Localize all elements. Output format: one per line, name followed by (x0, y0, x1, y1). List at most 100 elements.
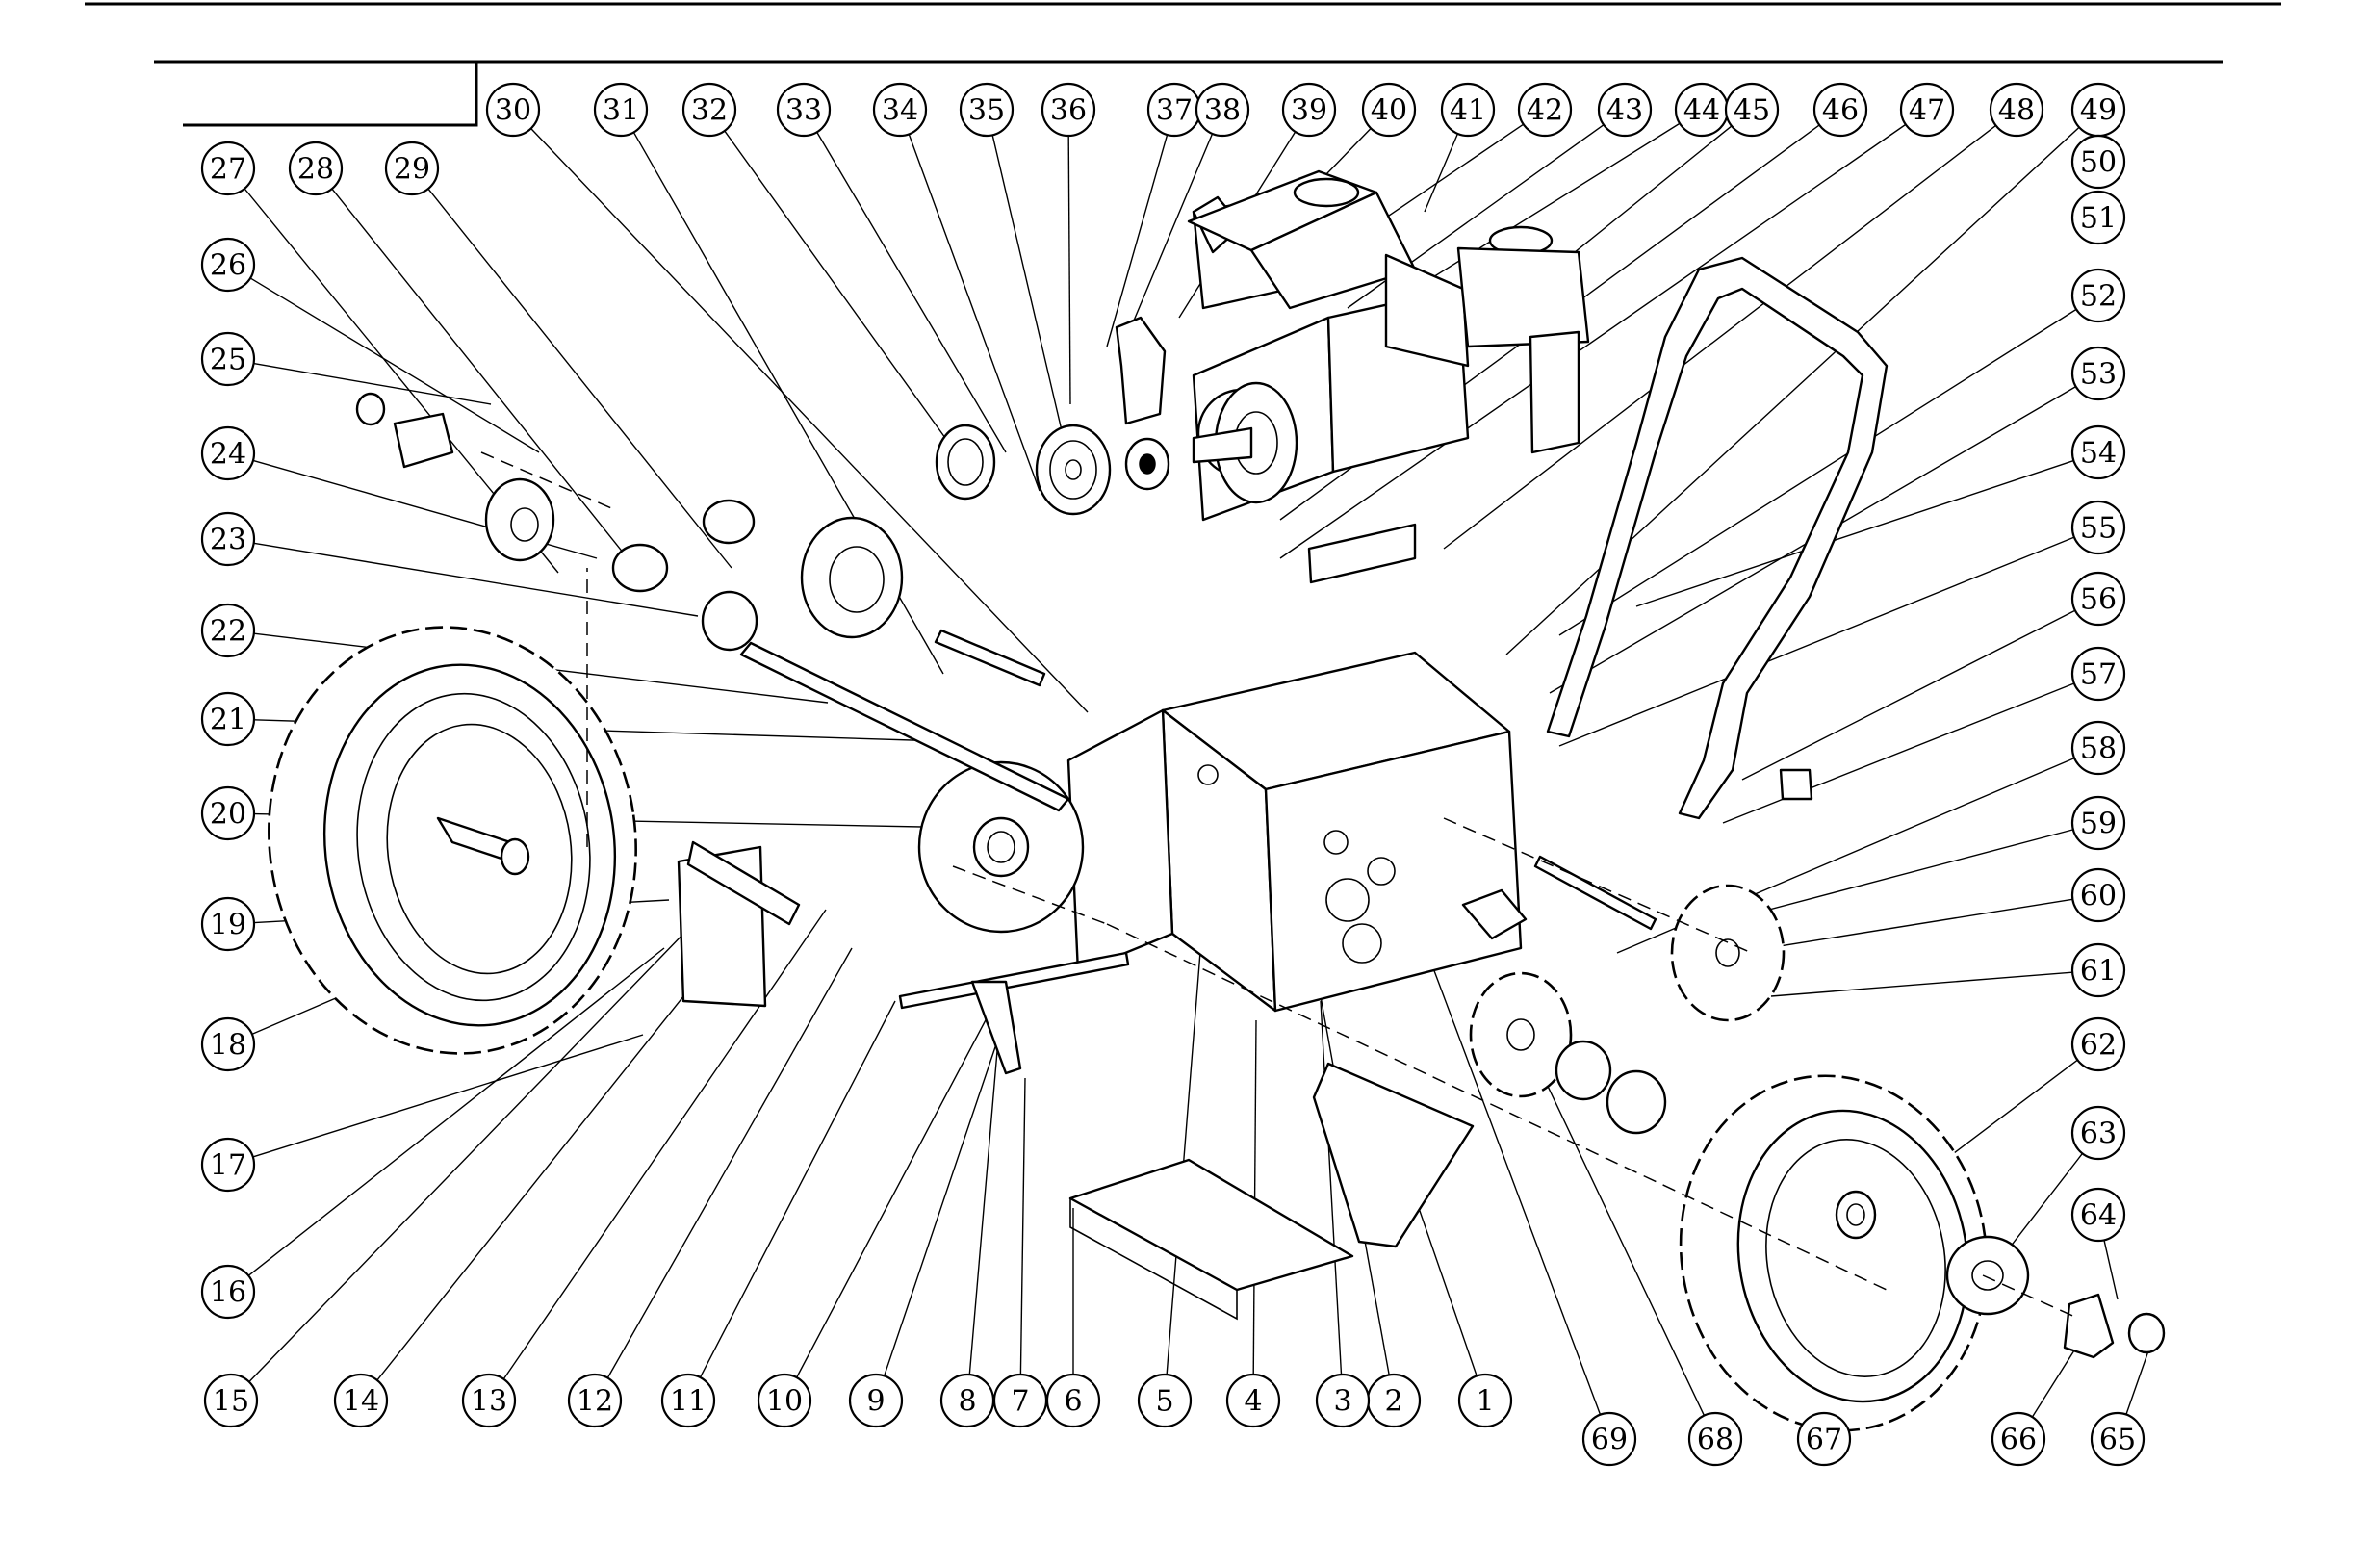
callout-number: 51 (2080, 202, 2117, 236)
callout-35: 35 (959, 82, 1015, 138)
callout-circle (1440, 82, 1496, 138)
callout-number: 37 (1156, 94, 1193, 128)
callout-62: 62 (2070, 1016, 2126, 1072)
callout-number: 21 (210, 704, 246, 737)
callout-61: 61 (2070, 942, 2126, 998)
callout-circle (1724, 82, 1780, 138)
callout-circle (200, 511, 256, 567)
callout-number: 9 (866, 1385, 885, 1419)
leader-line-69 (1414, 918, 1602, 1415)
callout-50: 50 (2070, 134, 2126, 190)
callout-48: 48 (1989, 82, 2044, 138)
callout-circle (776, 82, 832, 138)
callout-circle (660, 1373, 716, 1428)
callout-number: 65 (2099, 1424, 2136, 1457)
leader-line-65 (2125, 1342, 2152, 1415)
callout-circle (1041, 82, 1096, 138)
callout-number: 30 (495, 94, 531, 128)
leader-line-17 (252, 1034, 644, 1158)
callout-number: 24 (210, 438, 246, 472)
callout-number: 59 (2080, 808, 2117, 841)
callout-41: 41 (1440, 82, 1496, 138)
callout-52: 52 (2070, 268, 2126, 323)
callout-circle (1137, 1373, 1193, 1428)
callout-number: 62 (2080, 1029, 2117, 1063)
page-frame (85, 2, 2281, 127)
callout-circle (2070, 942, 2126, 998)
callout-68: 68 (1687, 1411, 1743, 1467)
callout-number: 69 (1591, 1424, 1628, 1457)
callout-circle (2070, 346, 2126, 401)
callout-number: 16 (210, 1276, 246, 1310)
leader-line-3 (1320, 1000, 1343, 1375)
callout-circle (288, 141, 344, 196)
callout-54: 54 (2070, 424, 2126, 480)
callout-34: 34 (872, 82, 928, 138)
callout-circle (2070, 795, 2126, 851)
callout-31: 31 (593, 82, 649, 138)
callout-number: 31 (603, 94, 639, 128)
callout-number: 7 (1011, 1385, 1029, 1419)
leader-line-15 (248, 928, 689, 1383)
callout-8: 8 (939, 1373, 995, 1428)
callout-number: 33 (785, 94, 822, 128)
callout-2: 2 (1366, 1373, 1422, 1428)
callout-66: 66 (1991, 1411, 2046, 1467)
right-wheel (1679, 1074, 1989, 1432)
callout-number: 27 (210, 153, 246, 187)
callout-number: 14 (343, 1385, 379, 1419)
callout-5: 5 (1137, 1373, 1193, 1428)
callout-circle (333, 1373, 389, 1428)
callout-number: 6 (1064, 1385, 1082, 1419)
callout-circle (2070, 1016, 2126, 1072)
callout-circle (1796, 1411, 1852, 1467)
callout-38: 38 (1195, 82, 1250, 138)
callout-number: 57 (2080, 658, 2117, 692)
callout-number: 43 (1606, 94, 1643, 128)
callout-circle (2070, 134, 2126, 190)
leader-line-36 (1067, 135, 1071, 405)
callout-number: 32 (691, 94, 728, 128)
callout-number: 18 (210, 1029, 246, 1063)
callout-number: 48 (1998, 94, 2035, 128)
leader-line-33 (816, 131, 1007, 453)
leader-line-37 (1106, 134, 1169, 347)
callout-29: 29 (384, 141, 440, 196)
leader-line-47 (1279, 123, 1907, 559)
callout-1: 1 (1457, 1373, 1513, 1428)
leader-line-59 (1732, 829, 2074, 920)
callout-number: 35 (968, 94, 1005, 128)
callout-number: 1 (1476, 1385, 1494, 1419)
handle (1546, 256, 1889, 820)
leader-line-25 (253, 362, 492, 405)
callout-number: 40 (1371, 94, 1407, 128)
callout-number: 25 (210, 344, 246, 377)
callout-circle (1517, 82, 1573, 138)
callout-circle (2070, 1105, 2126, 1161)
callout-circle (1989, 82, 2044, 138)
callout-labels: 1234567891011121314151617181920212223242… (200, 82, 2146, 1467)
callout-circle (1687, 1411, 1743, 1467)
callout-45: 45 (1724, 82, 1780, 138)
engine (1187, 169, 1590, 584)
callout-circle (200, 1137, 256, 1193)
callout-number: 41 (1450, 94, 1486, 128)
callout-47: 47 (1899, 82, 1955, 138)
callout-16: 16 (200, 1264, 256, 1320)
callout-3: 3 (1315, 1373, 1371, 1428)
callout-circle (200, 425, 256, 481)
leader-line-16 (247, 947, 665, 1276)
callout-number: 5 (1155, 1385, 1173, 1419)
pulleys (935, 316, 1170, 516)
callout-58: 58 (2070, 720, 2126, 776)
callout-circle (2070, 190, 2126, 245)
leader-line-26 (249, 277, 540, 453)
callout-36: 36 (1041, 82, 1096, 138)
callout-circle (485, 82, 541, 138)
callout-number: 49 (2080, 94, 2117, 128)
callout-number: 47 (1909, 94, 1945, 128)
callout-circle (200, 237, 256, 293)
callout-28: 28 (288, 141, 344, 196)
leader-line-57 (1722, 682, 2075, 824)
